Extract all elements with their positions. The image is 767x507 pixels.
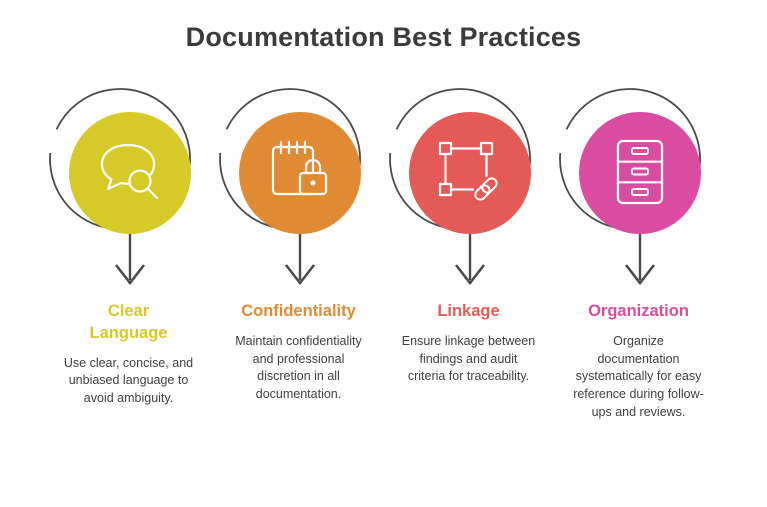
- organization-graphic: [558, 88, 701, 286]
- clear-language-graphic: [48, 88, 191, 286]
- notepad-body: [271, 145, 314, 196]
- drawer-handle: [630, 167, 649, 176]
- chain-link-icon: [473, 177, 498, 201]
- item-circle: [408, 112, 531, 234]
- speech-bubble: [100, 143, 155, 191]
- corner-node: [438, 141, 452, 156]
- linkage-graphic: [388, 88, 531, 286]
- infographic: Documentation Best Practices Clear Langu…: [0, 22, 767, 422]
- arrow-head: [114, 264, 145, 286]
- magnifier-glass: [127, 169, 152, 193]
- item-title: Linkage: [437, 302, 500, 320]
- item-description: Use clear, concise, and unbiased languag…: [63, 355, 194, 406]
- cabinet-body: [616, 139, 663, 205]
- lock-keyhole: [310, 180, 315, 186]
- drawer-handle: [630, 147, 649, 155]
- magnifier-handle: [145, 187, 158, 200]
- arrow-head: [454, 264, 485, 286]
- lock-shackle: [304, 158, 321, 175]
- item-description: Organize documentation systematically fo…: [573, 333, 704, 419]
- item-title: Organization: [588, 302, 689, 320]
- item-organization: Organization Organize documentation syst…: [554, 81, 724, 422]
- item-circle: [578, 112, 701, 234]
- item-linkage: Linkage Ensure linkage between findings …: [384, 81, 554, 422]
- item-description: Ensure linkage between findings and audi…: [401, 333, 536, 384]
- file-cabinet-icon: [616, 139, 663, 205]
- drawer-handle: [630, 188, 649, 196]
- confidentiality-graphic: [218, 88, 361, 286]
- arrow-head: [284, 264, 315, 286]
- arrow-head: [624, 264, 655, 286]
- link-nodes-icon: [438, 141, 498, 201]
- items-row: Clear Language Use clear, concise, and u…: [0, 81, 767, 422]
- item-clear-language: Clear Language Use clear, concise, and u…: [44, 81, 214, 422]
- notepad-lock-icon: [271, 140, 327, 196]
- item-title: Clear Language: [89, 302, 168, 342]
- item-confidentiality: Confidentiality Maintain confidentiality…: [214, 81, 384, 422]
- item-description: Maintain confidentiality and professiona…: [235, 333, 362, 402]
- chat-search-icon: [100, 143, 158, 200]
- item-circle: [68, 112, 191, 234]
- corner-node: [479, 141, 493, 156]
- item-title: Confidentiality: [241, 302, 356, 320]
- page-title: Documentation Best Practices: [185, 22, 582, 52]
- corner-node: [438, 182, 452, 197]
